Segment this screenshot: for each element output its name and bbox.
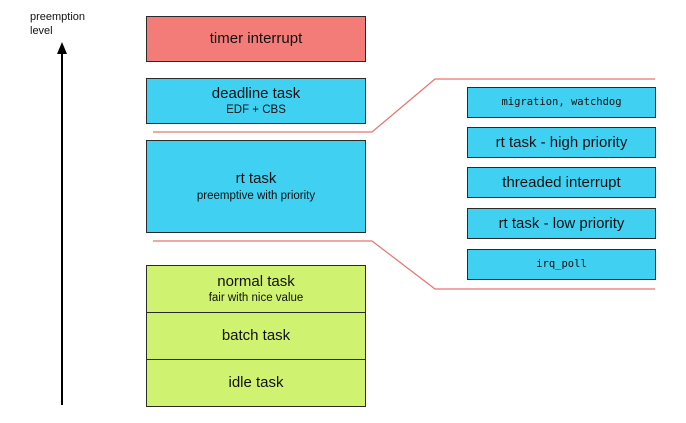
rt-priority-low: rt task - low priority xyxy=(467,208,656,239)
rt-priority-label: rt task - low priority xyxy=(498,214,625,232)
timer-interrupt-label: timer interrupt xyxy=(209,30,303,48)
axis-label-line1: preemption xyxy=(30,11,86,23)
rt-priority-irq-poll: irq_poll xyxy=(467,249,656,280)
rt-priority-label: irq_poll xyxy=(536,258,587,271)
connector-bottom xyxy=(153,240,655,290)
deadline-task-box: deadline task EDF + CBS xyxy=(146,78,366,124)
axis-label: preemption level xyxy=(30,10,85,39)
timer-interrupt-box: timer interrupt xyxy=(146,16,366,62)
normal-task-title: normal task xyxy=(217,272,295,290)
connector-top xyxy=(153,78,655,133)
rt-task-subtitle: preemptive with priority xyxy=(196,189,316,202)
normal-task-subtitle: fair with nice value xyxy=(208,292,304,305)
rt-priority-label: threaded interrupt xyxy=(502,173,621,191)
idle-task-label: idle task xyxy=(228,374,284,392)
deadline-task-title: deadline task xyxy=(211,84,301,102)
batch-task-label: batch task xyxy=(221,327,291,345)
rt-priority-label: rt task - high priority xyxy=(495,133,628,151)
rt-priority-migration-watchdog: migration, watchdog xyxy=(467,87,656,118)
rt-task-title: rt task xyxy=(235,170,277,188)
axis-label-line2: level xyxy=(30,25,53,38)
rt-priority-label: migration, watchdog xyxy=(501,96,622,109)
idle-task-box: idle task xyxy=(146,359,366,407)
rt-priority-high: rt task - high priority xyxy=(467,127,656,158)
rt-priority-threaded-interrupt: threaded interrupt xyxy=(467,167,656,198)
batch-task-box: batch task xyxy=(146,312,366,360)
preemption-axis-arrowhead xyxy=(57,42,67,54)
deadline-task-subtitle: EDF + CBS xyxy=(226,104,286,117)
rt-task-box: rt task preemptive with priority xyxy=(146,140,366,233)
normal-task-box: normal task fair with nice value xyxy=(146,265,366,313)
